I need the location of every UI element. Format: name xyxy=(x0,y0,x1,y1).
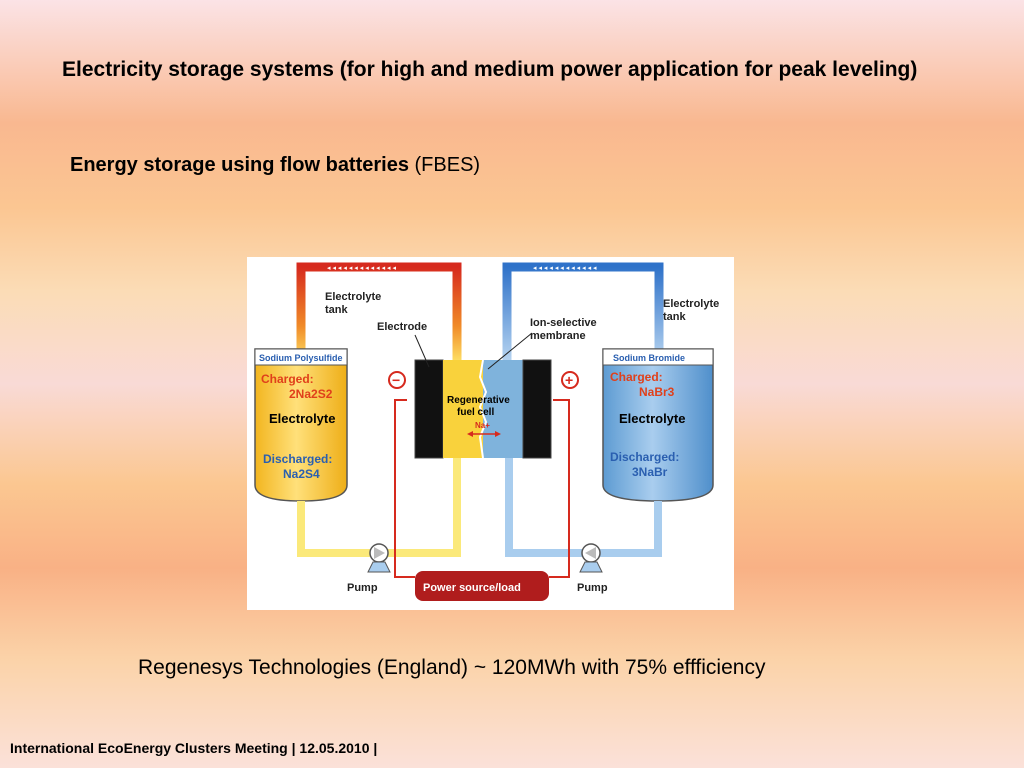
left-pump-label: Pump xyxy=(347,582,378,594)
plus-terminal-icon xyxy=(561,371,579,389)
right-charged-formula: NaBr3 xyxy=(639,385,675,399)
left-tank-header: Sodium Polysulfide xyxy=(259,353,343,363)
left-electrolyte-tank xyxy=(254,348,348,502)
left-charged-formula: 2Na2S2 xyxy=(289,387,333,401)
slide-title: Electricity storage systems (for high an… xyxy=(62,58,918,81)
ion-label: Na+ xyxy=(475,421,490,430)
membrane-label-2: membrane xyxy=(530,330,586,342)
left-charged-label: Charged: xyxy=(261,372,314,386)
blue-top-pipe xyxy=(502,262,664,365)
membrane-label-1: Ion-selective xyxy=(530,317,597,329)
slide-subtitle: Energy storage using flow batteries (FBE… xyxy=(70,154,480,177)
subtitle-rest: (FBES) xyxy=(408,154,481,176)
svg-text:+: + xyxy=(565,372,573,388)
right-pump-label: Pump xyxy=(577,582,608,594)
svg-text:◂ ◂ ◂ ◂ ◂ ◂ ◂ ◂ ◂ ◂ ◂ ◂: ◂ ◂ ◂ ◂ ◂ ◂ ◂ ◂ ◂ ◂ ◂ ◂ xyxy=(533,265,597,272)
footer: International EcoEnergy Clusters Meeting… xyxy=(10,740,378,756)
yellow-bottom-pipe xyxy=(297,501,371,557)
left-discharged-label: Discharged: xyxy=(263,452,332,466)
caption: Regenesys Technologies (England) ~ 120MW… xyxy=(138,656,766,679)
svg-text:◂ ◂ ◂ ◂ ◂ ◂ ◂ ◂ ◂ ◂ ◂ ◂ ◂: ◂ ◂ ◂ ◂ ◂ ◂ ◂ ◂ ◂ ◂ ◂ ◂ ◂ xyxy=(327,265,397,272)
left-tank-callout-2: tank xyxy=(325,304,349,316)
right-electrolyte-tank xyxy=(602,348,714,502)
left-tank-callout-1: Electrolyte xyxy=(325,291,381,303)
right-electrolyte-label: Electrolyte xyxy=(619,411,685,426)
right-pump-icon xyxy=(579,543,603,573)
regenerative-fuel-cell xyxy=(414,359,552,459)
right-discharged-label: Discharged: xyxy=(610,450,679,464)
electrode-label: Electrode xyxy=(377,321,427,333)
left-discharged-formula: Na2S4 xyxy=(283,467,320,481)
blue-bottom-pipe xyxy=(599,501,662,557)
right-discharged-formula: 3NaBr xyxy=(632,465,668,479)
right-charged-label: Charged: xyxy=(610,370,663,384)
power-source-box xyxy=(415,571,549,601)
svg-text:−: − xyxy=(392,372,400,388)
cell-label-line2: fuel cell xyxy=(457,407,494,418)
subtitle-bold: Energy storage using flow batteries xyxy=(70,154,409,176)
circuit-wire-left xyxy=(394,399,415,578)
minus-terminal-icon xyxy=(388,371,406,389)
right-tank-callout-2: tank xyxy=(663,311,687,323)
left-electrolyte-label: Electrolyte xyxy=(269,411,335,426)
flow-battery-diagram: ◂ ◂ ◂ ◂ ◂ ◂ ◂ ◂ ◂ ◂ ◂ ◂ ◂ ◂ ◂ ◂ ◂ ◂ ◂ ◂ … xyxy=(247,257,734,610)
right-tank-header: Sodium Bromide xyxy=(613,353,685,363)
red-top-pipe xyxy=(296,262,462,365)
power-source-label: Power source/load xyxy=(423,582,521,594)
circuit-wire-right xyxy=(549,399,570,578)
cell-label-line1: Regenerative xyxy=(447,395,510,406)
left-pump-icon xyxy=(367,543,391,573)
right-tank-callout-1: Electrolyte xyxy=(663,298,719,310)
